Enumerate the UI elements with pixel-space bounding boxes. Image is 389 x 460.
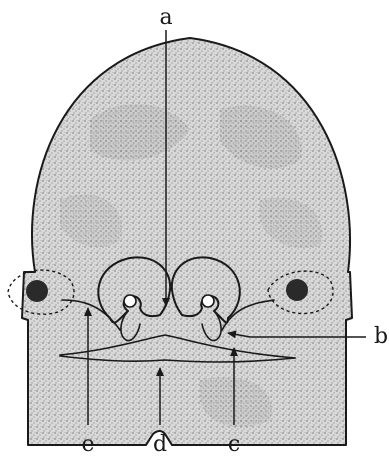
label-d: d <box>153 432 167 457</box>
right-eye <box>286 279 308 301</box>
label-a: a <box>159 5 172 30</box>
right-nostril <box>202 295 214 307</box>
left-eye <box>26 280 48 302</box>
left-nostril <box>124 295 136 307</box>
label-e: e <box>81 432 94 457</box>
label-c: c <box>228 432 240 457</box>
label-b: b <box>374 324 388 349</box>
